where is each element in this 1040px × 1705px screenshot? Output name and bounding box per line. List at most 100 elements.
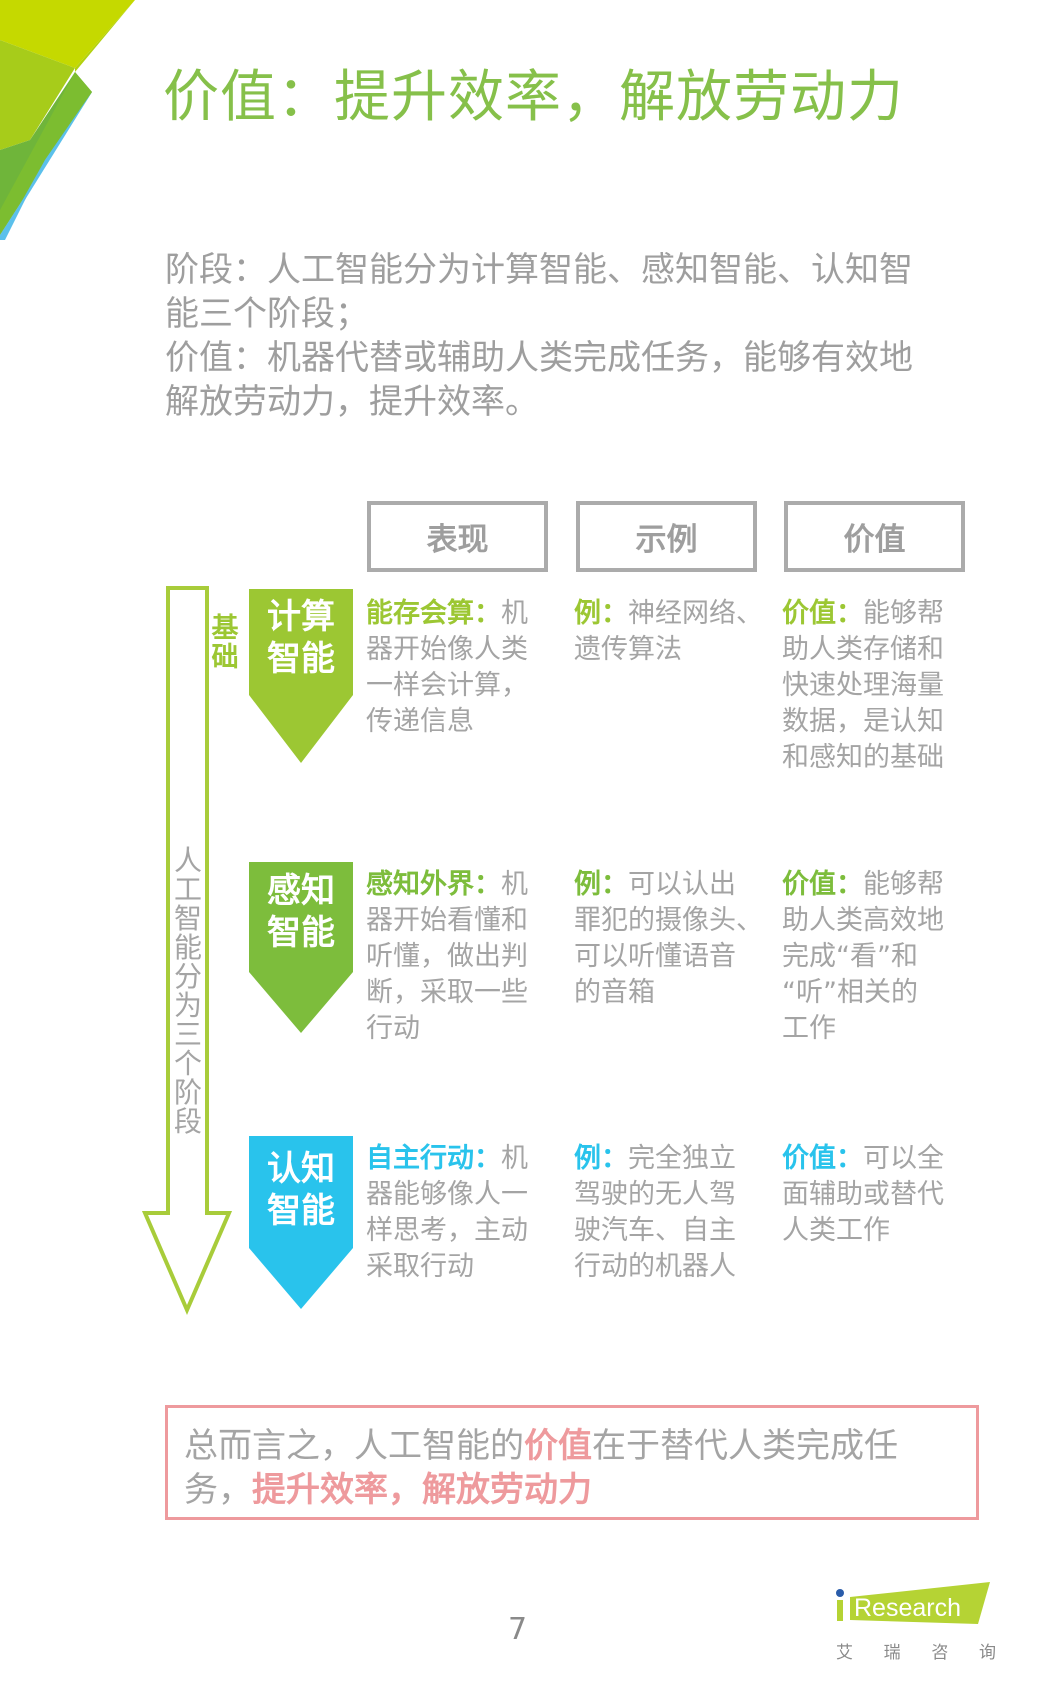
keyword: 价值： — [782, 598, 863, 629]
summary-highlight: 提升效率，解放劳动力 — [252, 1470, 592, 1510]
description: 阶段：人工智能分为计算智能、感知智能、认知智 能三个阶段； 价值：机器代替或辅助… — [165, 248, 995, 424]
vertical-char: 人 — [173, 844, 202, 877]
keyword: 自主行动： — [366, 1143, 501, 1174]
cell-line: 完成“看”和 — [782, 941, 918, 972]
cell-line: 数据，是认知 — [782, 706, 944, 737]
stage-computing-performance: 能存会算：机 器开始像人类 一样会计算， 传递信息 — [366, 596, 551, 740]
description-line: 解放劳动力，提升效率。 — [165, 382, 539, 422]
description-line: 阶段：人工智能分为计算智能、感知智能、认知智 — [165, 250, 913, 290]
summary-text: 在于替代人类完成任 — [592, 1426, 898, 1466]
stage-name: 计算 智能 — [249, 596, 353, 680]
cell-line: 能够帮 — [863, 869, 944, 900]
description-line: 价值：机器代替或辅助人类完成任务，能够有效地 — [165, 338, 913, 378]
chevron-shape — [249, 589, 353, 763]
cell-line: 可以全 — [863, 1143, 944, 1174]
cell-line: 行动 — [366, 1013, 420, 1044]
keyword: 价值： — [782, 869, 863, 900]
stage-perception-value: 价值：能够帮 助人类高效地 完成“看”和 “听”相关的 工作 — [782, 867, 967, 1047]
stage-badge-perception: 感知 智能 — [249, 862, 353, 1034]
logo-char: 询 — [978, 1643, 996, 1663]
stage-badge-computing: 计算 智能 — [249, 589, 353, 764]
logo-char: 咨 — [931, 1643, 949, 1663]
keyword: 例： — [574, 598, 628, 629]
vertical-char: 段 — [173, 1105, 202, 1138]
cell-line: 样思考，主动 — [366, 1215, 528, 1246]
cell-line: 神经网络、 — [628, 598, 763, 629]
stage-name-line: 计算 — [267, 597, 335, 637]
vertical-char: 智 — [173, 902, 202, 935]
cell-line: 可以认出 — [628, 869, 736, 900]
vertical-char: 能 — [173, 931, 202, 964]
keyword: 能存会算： — [366, 598, 501, 629]
cell-line: 可以听懂语音 — [574, 941, 736, 972]
cell-line: 器开始看懂和 — [366, 905, 528, 936]
summary-box: 总而言之，人工智能的价值在于替代人类完成任 务，提升效率，解放劳动力 — [165, 1405, 979, 1520]
vertical-char: 分 — [173, 960, 202, 993]
vertical-char: 三 — [173, 1018, 202, 1051]
stage-cognition-value: 价值：可以全 面辅助或替代 人类工作 — [782, 1141, 967, 1249]
page-number: 7 — [508, 1612, 528, 1647]
header-value: 价值 — [784, 501, 965, 572]
keyword: 例： — [574, 1143, 628, 1174]
keyword: 价值： — [782, 1143, 863, 1174]
cell-line: 一样会计算， — [366, 670, 528, 701]
cell-line: 助人类高效地 — [782, 905, 944, 936]
chevron-shape — [249, 1136, 353, 1309]
cell-line: 助人类存储和 — [782, 634, 944, 665]
cell-line: 罪犯的摄像头、 — [574, 905, 763, 936]
base-label: 基 础 — [209, 614, 241, 672]
cell-line: 的音箱 — [574, 977, 655, 1008]
stage-name-line: 智能 — [267, 1191, 335, 1231]
summary-highlight: 价值 — [524, 1426, 592, 1466]
keyword: 例： — [574, 869, 628, 900]
stage-name: 认知 智能 — [249, 1148, 353, 1232]
vertical-char: 为 — [173, 989, 202, 1022]
cell-line: 完全独立 — [628, 1143, 736, 1174]
cell-line: 听懂，做出判 — [366, 941, 528, 972]
base-char: 础 — [211, 642, 239, 673]
cell-line: “听”相关的 — [782, 977, 918, 1008]
cell-line: 快速处理海量 — [782, 670, 944, 701]
cell-line: 人类工作 — [782, 1215, 890, 1246]
cell-line: 机 — [501, 869, 528, 900]
cell-line: 器能够像人一 — [366, 1179, 528, 1210]
header-example: 示例 — [576, 501, 757, 572]
vertical-char: 阶 — [173, 1076, 202, 1109]
down-arrow-icon — [141, 586, 233, 1316]
stage-perception-example: 例：可以认出 罪犯的摄像头、 可以听懂语音 的音箱 — [574, 867, 784, 1011]
cell-line: 断，采取一些 — [366, 977, 528, 1008]
vertical-char: 个 — [173, 1047, 202, 1080]
vertical-stage-label: 人 工 智 能 分 为 三 个 阶 段 — [170, 846, 206, 1136]
stage-name-line: 感知 — [267, 871, 335, 911]
cell-line: 机 — [501, 598, 528, 629]
stage-name-line: 智能 — [267, 639, 335, 679]
cell-line: 能够帮 — [863, 598, 944, 629]
logo-char: 艾 — [836, 1643, 853, 1663]
cell-line: 器开始像人类 — [366, 634, 528, 665]
cell-line: 驶汽车、自主 — [574, 1215, 736, 1246]
summary-text: 总而言之，人工智能的 — [184, 1426, 524, 1466]
description-line: 能三个阶段； — [165, 294, 369, 334]
stage-perception-performance: 感知外界：机 器开始看懂和 听懂，做出判 断，采取一些 行动 — [366, 867, 551, 1047]
cell-line: 机 — [501, 1143, 528, 1174]
base-char: 基 — [211, 613, 239, 644]
iresearch-logo: Research — [836, 1582, 990, 1624]
keyword: 感知外界： — [366, 869, 501, 900]
cell-line: 工作 — [782, 1013, 836, 1044]
page-title: 价值：提升效率，解放劳动力 — [163, 65, 904, 130]
corner-decoration — [0, 0, 135, 240]
cell-line: 和感知的基础 — [782, 742, 944, 773]
stage-computing-value: 价值：能够帮 助人类存储和 快速处理海量 数据，是认知 和感知的基础 — [782, 596, 967, 776]
logo-chinese-name: 艾 瑞 咨 询 — [836, 1638, 996, 1663]
vertical-char: 工 — [173, 873, 202, 906]
svg-text:Research: Research — [854, 1594, 961, 1622]
stage-name-line: 认知 — [267, 1149, 335, 1189]
stage-name-line: 智能 — [267, 913, 335, 953]
logo-char: 瑞 — [883, 1643, 901, 1663]
stage-name: 感知 智能 — [249, 870, 353, 954]
stage-computing-example: 例：神经网络、 遗传算法 — [574, 596, 774, 668]
summary-text: 务， — [184, 1470, 252, 1510]
chevron-shape — [249, 862, 353, 1033]
stage-badge-cognition: 认知 智能 — [249, 1136, 353, 1310]
cell-line: 传递信息 — [366, 706, 474, 737]
